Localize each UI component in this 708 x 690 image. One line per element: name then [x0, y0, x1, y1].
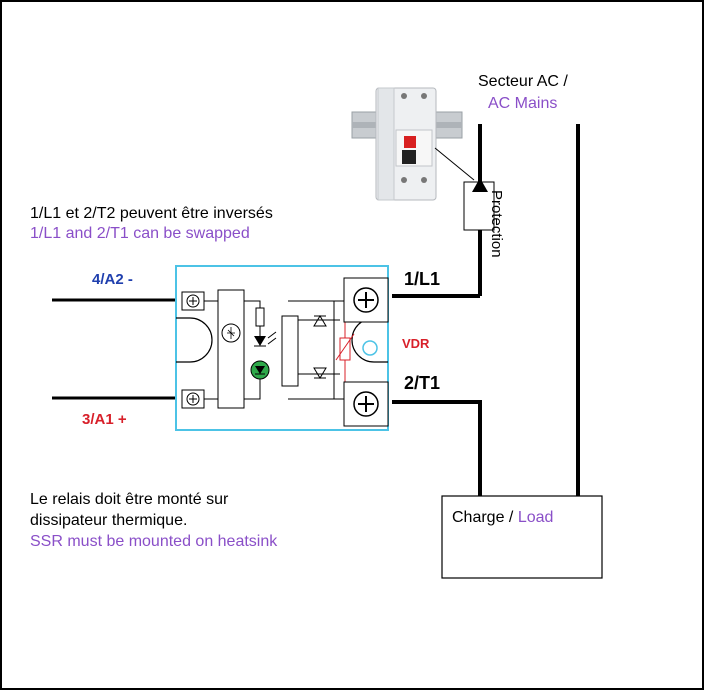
mains-label-en: AC Mains: [488, 95, 558, 112]
load-label-en: Load: [517, 509, 554, 526]
heatsink-note-en: SSR must be mounted on heatsink: [30, 533, 278, 550]
ssr-relay: [175, 265, 389, 431]
terminal-t1-label: 2/T1: [404, 373, 441, 393]
protection-label: Protection: [488, 190, 505, 258]
terminal-a1-label: 3/A1 +: [82, 411, 127, 428]
swap-note-fr: 1/L1 et 2/T2 peuvent être inversés: [30, 205, 273, 222]
wiring-diagram: [52, 87, 603, 579]
load-box: [441, 495, 603, 579]
mains-label-fr: Secteur AC /: [478, 73, 568, 90]
protection-arrow-icon: [472, 178, 488, 192]
load-label: Charge / Load: [452, 508, 553, 527]
protection-pointer-line: [434, 147, 475, 181]
circuit-breaker-icon: [375, 87, 437, 201]
wire-t1: [392, 400, 482, 496]
heatsink-note-fr-line2: dissipateur thermique.: [30, 512, 188, 529]
swap-note-en: 1/L1 and 2/T1 can be swapped: [30, 225, 250, 242]
heatsink-note-fr-line1: Le relais doit être monté sur: [30, 491, 229, 508]
terminal-l1-label: 1/L1: [404, 269, 441, 289]
load-label-fr: Charge /: [452, 509, 518, 526]
terminal-a2-label: 4/A2 -: [92, 271, 133, 288]
vdr-label: VDR: [402, 336, 430, 351]
